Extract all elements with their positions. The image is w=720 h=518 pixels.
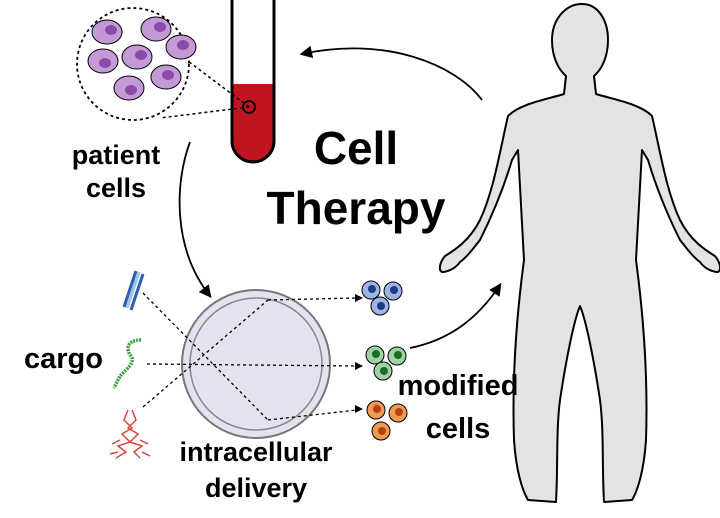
blood-tube-icon xyxy=(230,0,276,164)
patient-cells-label-2: cells xyxy=(86,173,146,203)
modified-cells-orange xyxy=(366,400,408,441)
return-arrow xyxy=(299,45,483,101)
protein-icon xyxy=(109,409,151,459)
delivery-label-1: intracellular xyxy=(179,437,333,467)
petri-dish-icon xyxy=(181,289,331,439)
delivery-arrow xyxy=(267,297,358,301)
delivery-arrow xyxy=(146,363,358,367)
modified-cells-blue xyxy=(361,280,403,316)
zoom-line xyxy=(159,106,250,119)
infuse-arrow xyxy=(409,282,502,349)
delivery-label-2: delivery xyxy=(205,473,307,503)
patient-cells-cluster xyxy=(76,7,197,121)
cargo-label: cargo xyxy=(24,343,103,375)
modified-cells-label-1: modified xyxy=(398,370,519,402)
modified-cells-label-2: cells xyxy=(426,413,491,445)
extract-arrow xyxy=(178,141,212,298)
patient-cells-label-1: patient xyxy=(72,140,161,170)
title-line-1: Cell xyxy=(314,122,398,174)
human-silhouette-icon xyxy=(438,3,720,503)
sample-circle xyxy=(242,100,256,114)
title-line-2: Therapy xyxy=(267,182,446,234)
modified-cells-green xyxy=(365,345,407,381)
rna-icon xyxy=(112,338,142,389)
delivery-arrow xyxy=(267,409,358,421)
dna-icon xyxy=(122,270,145,311)
